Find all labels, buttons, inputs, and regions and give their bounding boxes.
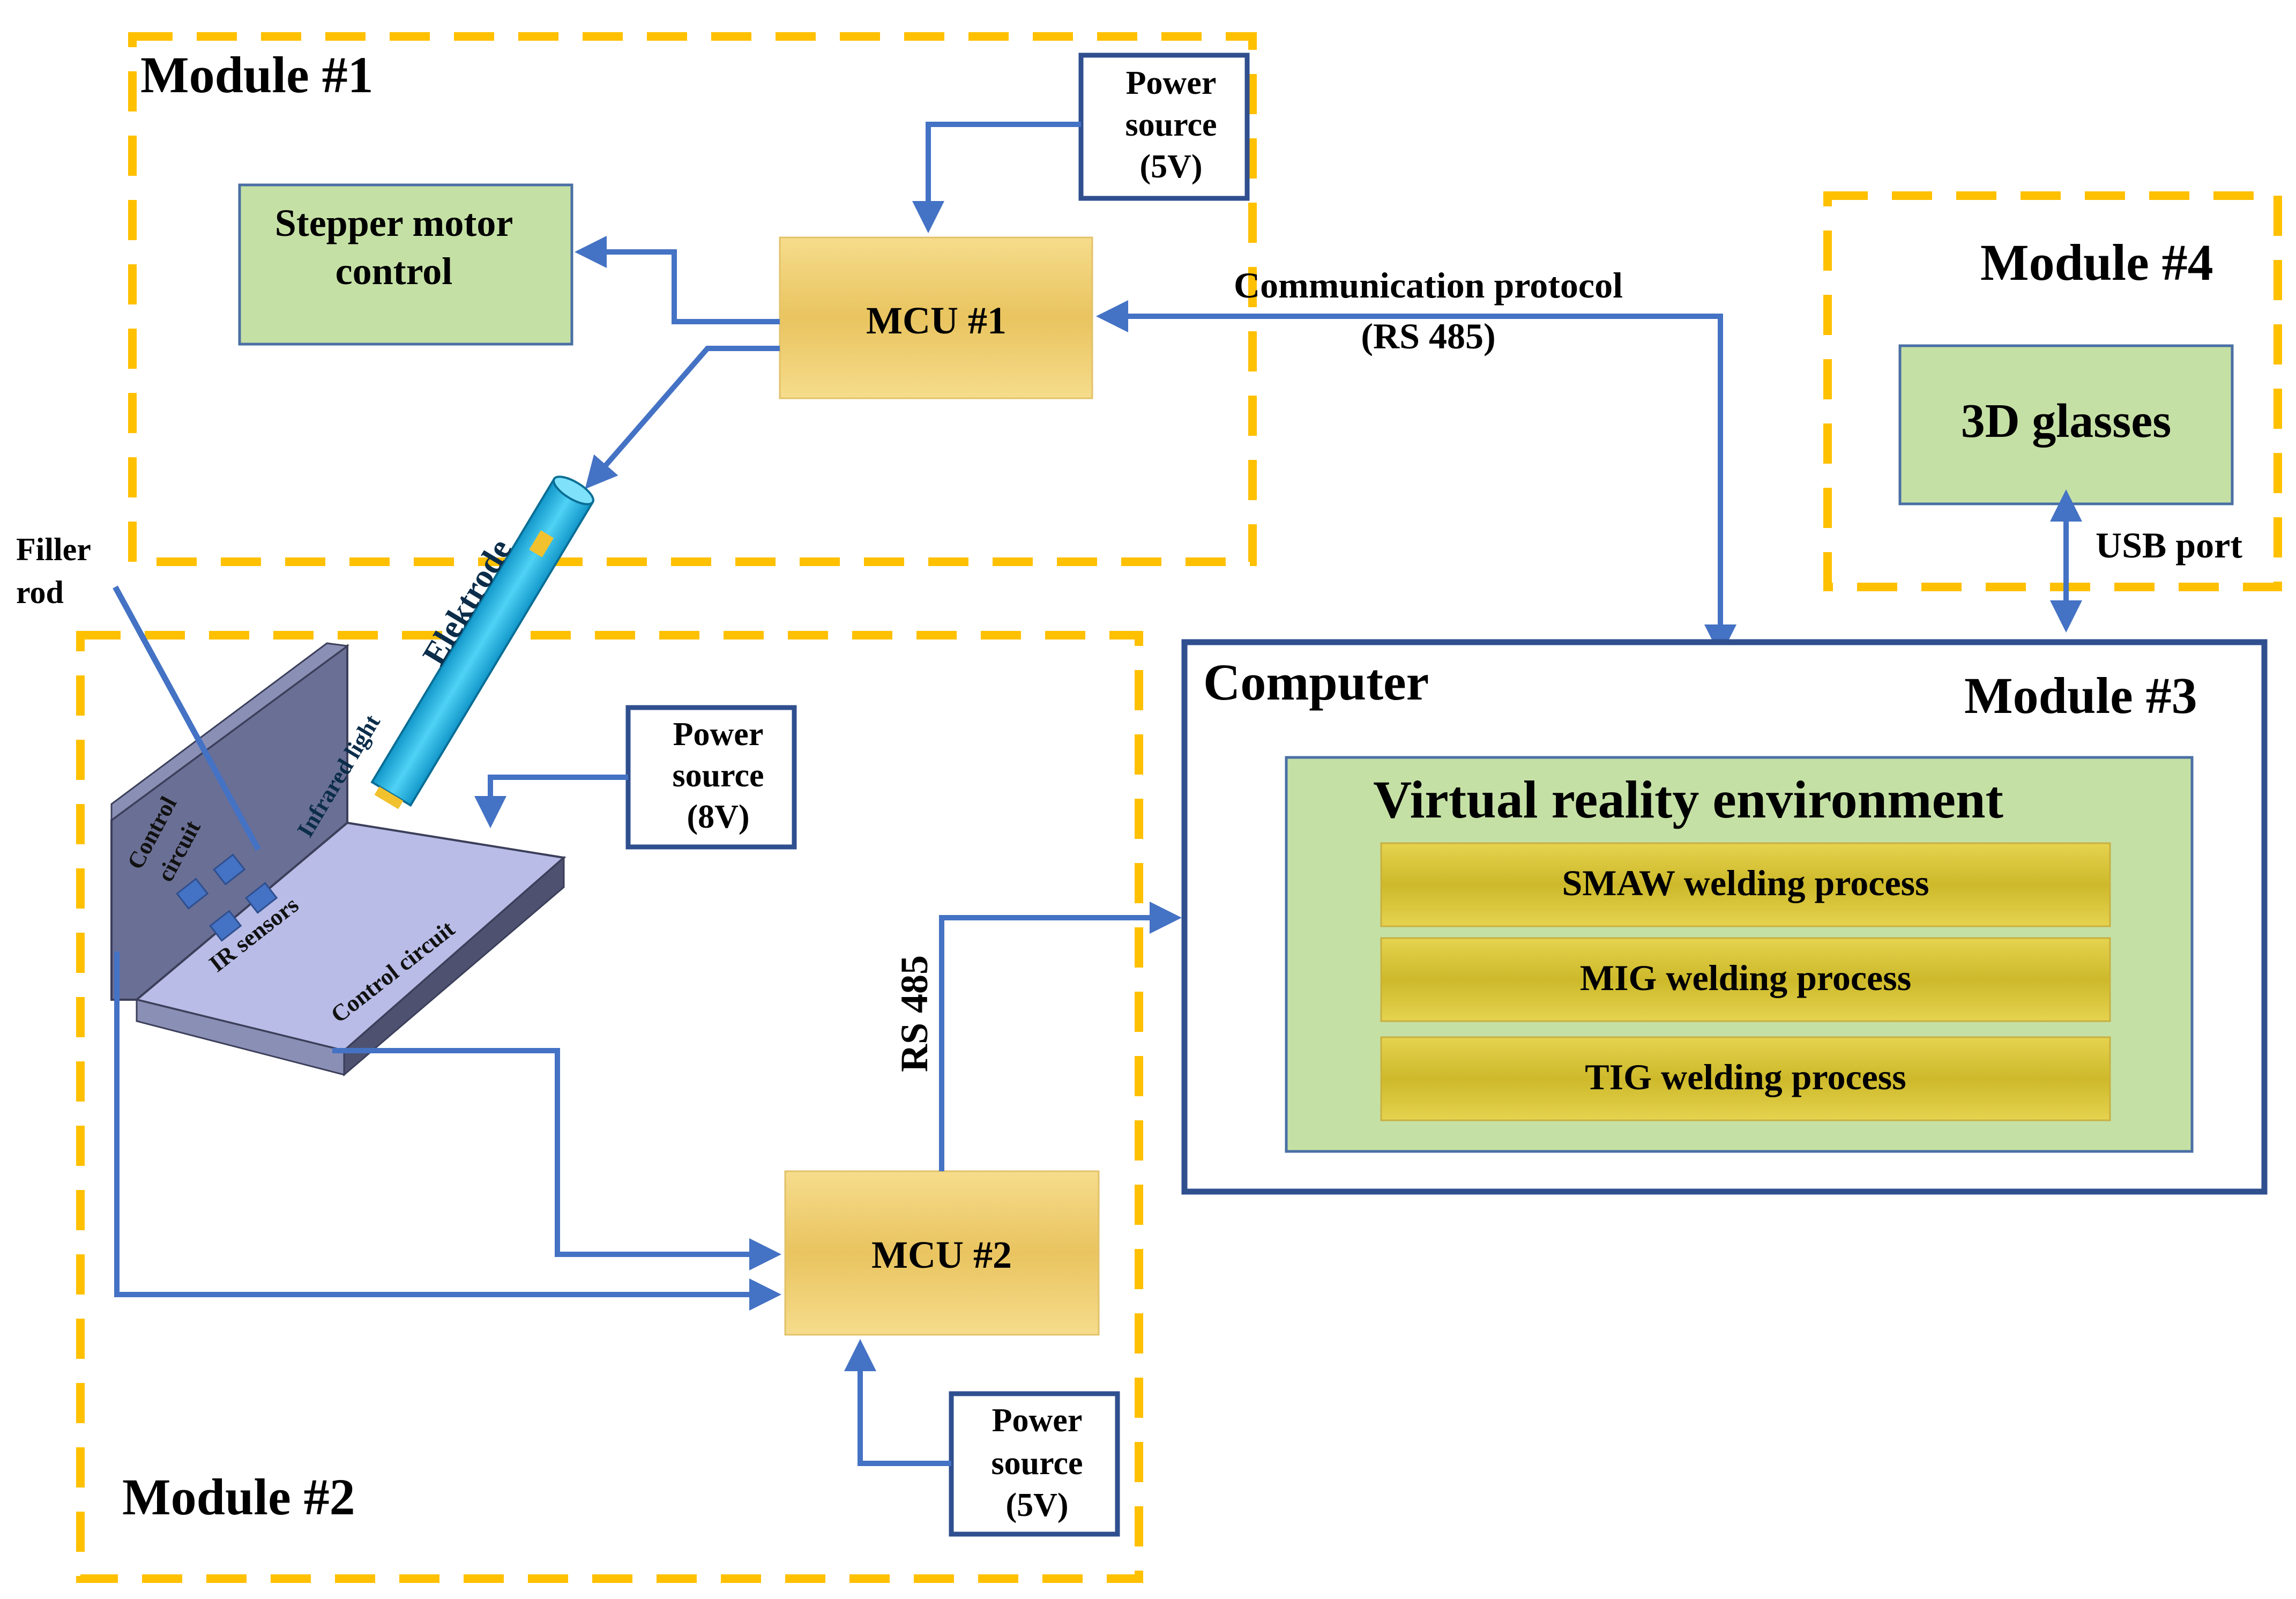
arrow-mcu1-to-stepper — [575, 236, 780, 324]
module1-title: Module #1 — [140, 46, 374, 103]
mig-process-label: MIG welding process — [1580, 957, 1911, 998]
plate-wall-edge — [110, 642, 349, 822]
filler-rod — [113, 585, 261, 851]
arrow-power2-to-plate — [474, 775, 628, 828]
arrow-mcu2-to-computer — [939, 902, 1182, 1171]
stepper-motor-label-1: Stepper motor — [275, 202, 513, 244]
3d-glasses-label: 3D glasses — [1961, 395, 2172, 448]
ir-sensor-2 — [213, 853, 246, 886]
power-source-1-line2: source — [1125, 107, 1217, 143]
mcu1-box — [779, 236, 1093, 399]
computer-label: Computer — [1203, 653, 1429, 711]
vr-environment-label: Virtual reality environment — [1373, 770, 2003, 829]
ir-sensor-4 — [209, 910, 242, 942]
rs485-label: RS 485 — [893, 955, 936, 1072]
tig-process-label: TIG welding process — [1585, 1057, 1906, 1097]
power-source-2-line2: source — [672, 757, 764, 794]
arrow-plate-to-mcu2 — [332, 1048, 781, 1270]
smaw-process-box — [1380, 842, 2111, 927]
arrow-power3-to-mcu2 — [844, 1339, 951, 1466]
power-source-1-box — [1078, 53, 1250, 201]
filler-rod-label-2: rod — [16, 575, 64, 610]
power-source-2-line3: (8V) — [687, 799, 749, 835]
module2-border — [76, 631, 1143, 1583]
module2-title: Module #2 — [122, 1468, 355, 1526]
stepper-motor-control-box — [238, 183, 573, 346]
filler-rod-label-1: Filler — [16, 532, 91, 567]
mcu1-label: MCU #1 — [866, 299, 1007, 342]
comm-protocol-label-1: Communication protocol — [1234, 265, 1623, 306]
power-source-3-line2: source — [991, 1445, 1083, 1482]
arrow-wall-to-mcu2 — [114, 951, 781, 1311]
ir-sensor-1 — [176, 877, 209, 910]
arrow-mcu1-to-electrode — [585, 346, 780, 489]
module4-title: Module #4 — [1980, 234, 2213, 291]
tig-process-box — [1380, 1036, 2111, 1121]
stepper-motor-label-2: control — [336, 250, 453, 293]
module3-title: Module #3 — [1964, 667, 2197, 724]
power-source-1-line3: (5V) — [1139, 148, 1202, 185]
mcu2-label: MCU #2 — [871, 1233, 1012, 1276]
mig-process-box — [1380, 937, 2111, 1022]
smaw-process-label: SMAW welding process — [1562, 862, 1929, 903]
power-source-1-line1: Power — [1126, 65, 1217, 101]
comm-protocol-label-2: (RS 485) — [1361, 316, 1495, 356]
mcu2-box — [784, 1170, 1100, 1336]
plate-base-front — [136, 999, 345, 1076]
arrow-power1-to-mcu1 — [912, 122, 1081, 233]
electrode-icon — [370, 475, 594, 809]
power-source-3-box — [949, 1391, 1120, 1537]
ir-sensor-3 — [245, 882, 278, 914]
power-source-3-line3: (5V) — [1005, 1487, 1068, 1523]
usb-port-label: USB port — [2096, 525, 2242, 566]
arrow-comm-protocol — [1096, 300, 1736, 657]
power-source-2-line1: Power — [673, 716, 764, 753]
power-source-3-line1: Power — [992, 1402, 1083, 1439]
module1-border — [128, 32, 1257, 566]
